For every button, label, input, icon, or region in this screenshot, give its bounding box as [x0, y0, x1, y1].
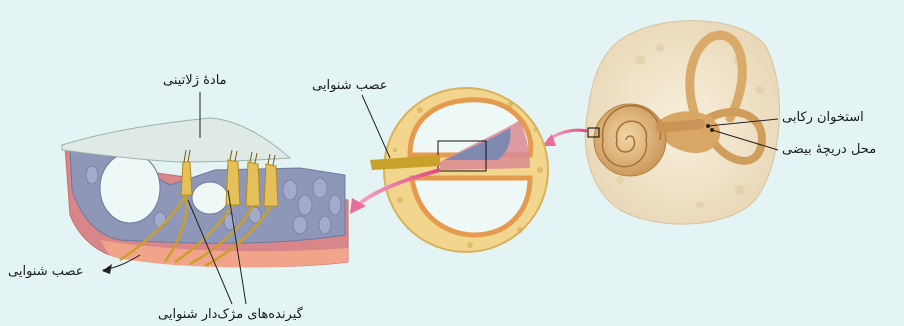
gelatinous-substance-label: مادهٔ ژلاتینی	[163, 73, 227, 89]
stapes-bone-label: استخوان رکابی	[782, 110, 864, 126]
tunnel-of-corti	[192, 182, 228, 214]
zoom-arrow-right	[548, 130, 587, 140]
nerve-middle-leader-line	[362, 95, 390, 158]
inner-tunnel	[100, 153, 160, 223]
auditory-nerve-middle-label: عصب شنوایی	[312, 78, 388, 94]
organ-of-corti	[62, 118, 348, 267]
hair-cell-receptors-label: گیرنده‌های مژک‌دار شنوایی	[158, 307, 303, 323]
cochlea-cross-section	[370, 88, 548, 252]
auditory-nerve-left-label: عصب شنوایی	[8, 264, 84, 280]
cochlea-snail	[594, 104, 666, 176]
oval-window-label: محل دریچهٔ بیضی	[782, 142, 876, 158]
inner-ear-illustration	[585, 21, 779, 224]
